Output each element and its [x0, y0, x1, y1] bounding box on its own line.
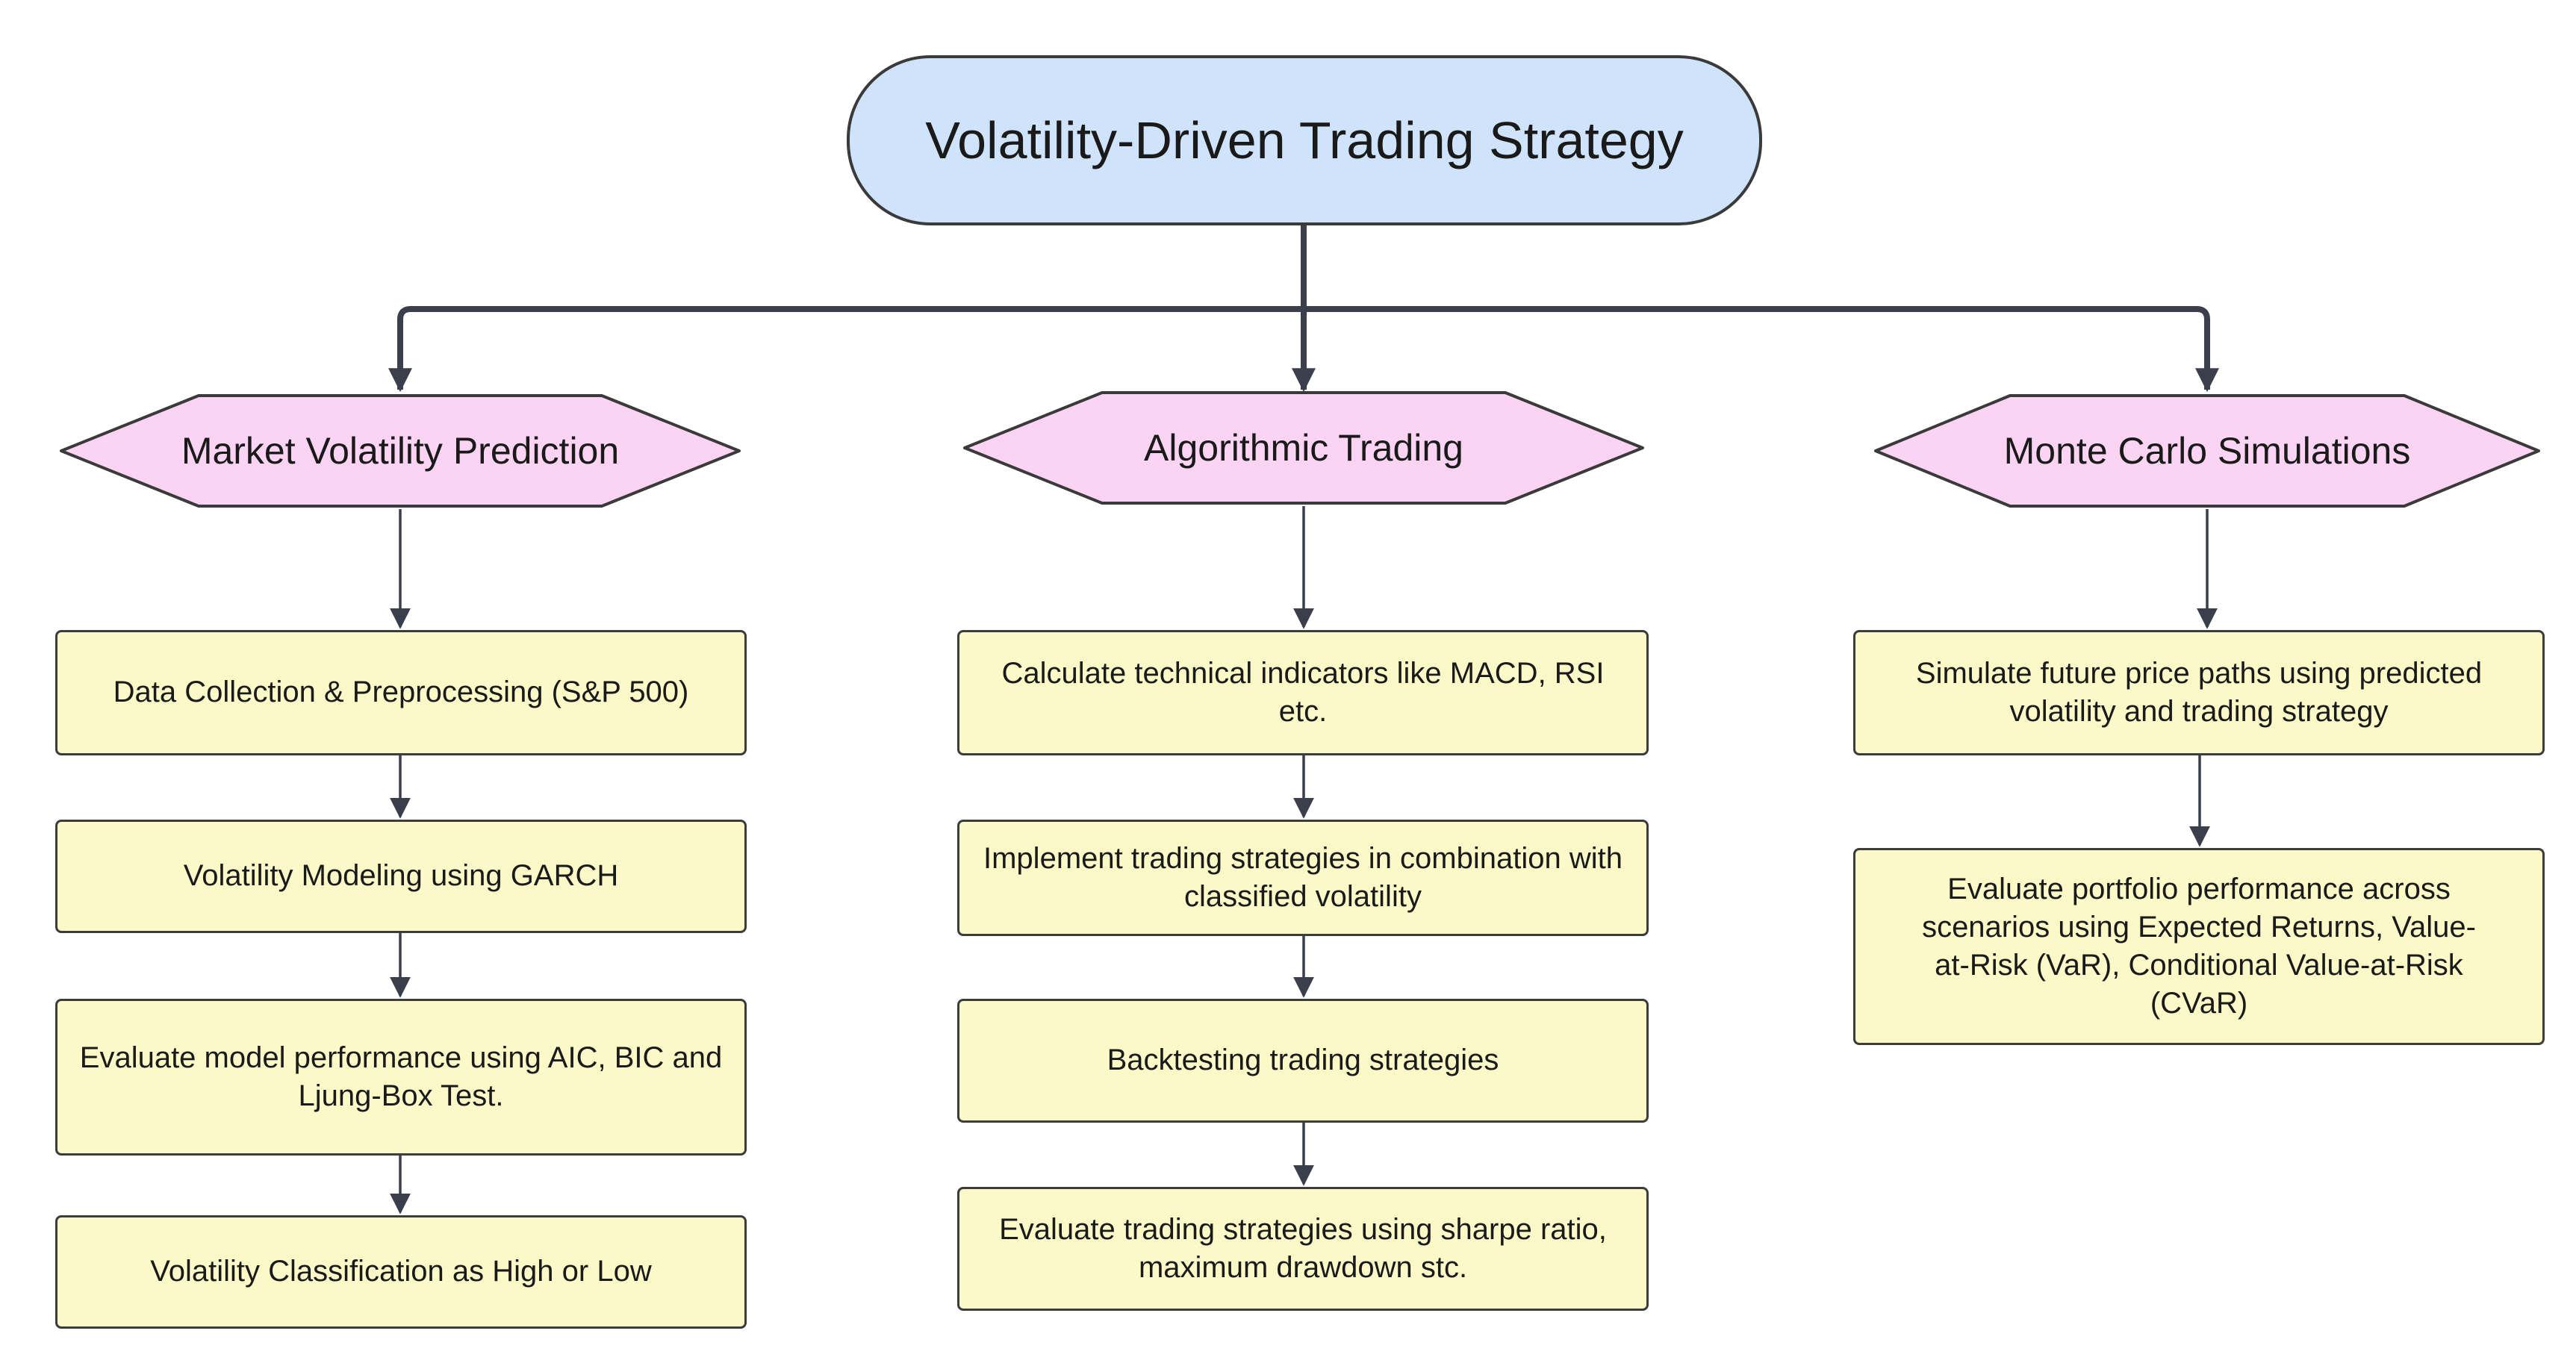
step-label: Evaluate portfolio performance across sc…: [1922, 872, 2476, 1020]
hexagon-shape: [60, 394, 741, 508]
step-evaluate-portfolio: Evaluate portfolio performance across sc…: [1853, 848, 2545, 1045]
step-calculate-indicators: Calculate technical indicators like MACD…: [957, 630, 1649, 755]
root-to-branch-1-arrow: [388, 306, 1304, 393]
root-label: Volatility-Driven Trading Strategy: [925, 111, 1684, 169]
step-label: Evaluate model performance using AIC, BI…: [79, 1041, 723, 1112]
step-label: Data Collection & Preprocessing (S&P 500…: [113, 676, 689, 709]
branch-node-algorithmic-trading: Algorithmic Trading: [962, 390, 1646, 506]
step-evaluate-model-performance: Evaluate model performance using AIC, BI…: [55, 999, 747, 1156]
step-label: Volatility Modeling using GARCH: [183, 859, 619, 893]
step-label: Backtesting trading strategies: [1107, 1044, 1499, 1077]
step-backtesting: Backtesting trading strategies: [957, 999, 1649, 1123]
branch-label: Monte Carlo Simulations: [2003, 430, 2411, 472]
step-volatility-classification: Volatility Classification as High or Low: [55, 1215, 747, 1329]
branch-node-market-volatility-prediction: Market Volatility Prediction: [58, 393, 742, 509]
step-label: Simulate future price paths using predic…: [1915, 656, 2483, 728]
step-label: Volatility Classification as High or Low: [150, 1255, 652, 1288]
root-node: Volatility-Driven Trading Strategy: [847, 55, 1762, 225]
root-to-branch-3-arrow: [1304, 306, 2219, 393]
step-implement-strategies: Implement trading strategies in combinat…: [957, 820, 1649, 936]
step-evaluate-strategies: Evaluate trading strategies using sharpe…: [957, 1187, 1649, 1311]
branch-label: Market Volatility Prediction: [181, 430, 620, 472]
branch-node-monte-carlo-simulations: Monte Carlo Simulations: [1873, 393, 2542, 509]
step-volatility-modeling: Volatility Modeling using GARCH: [55, 820, 747, 933]
branch-label: Algorithmic Trading: [1144, 427, 1463, 469]
step-simulate-price-paths: Simulate future price paths using predic…: [1853, 630, 2545, 755]
step-label: Implement trading strategies in combinat…: [983, 841, 1623, 913]
hexagon-shape: [1874, 394, 2540, 508]
hexagon-shape: [963, 391, 1644, 505]
step-label: Calculate technical indicators like MACD…: [1001, 656, 1605, 728]
step-label: Evaluate trading strategies using sharpe…: [999, 1212, 1607, 1284]
step-data-collection: Data Collection & Preprocessing (S&P 500…: [55, 630, 747, 755]
